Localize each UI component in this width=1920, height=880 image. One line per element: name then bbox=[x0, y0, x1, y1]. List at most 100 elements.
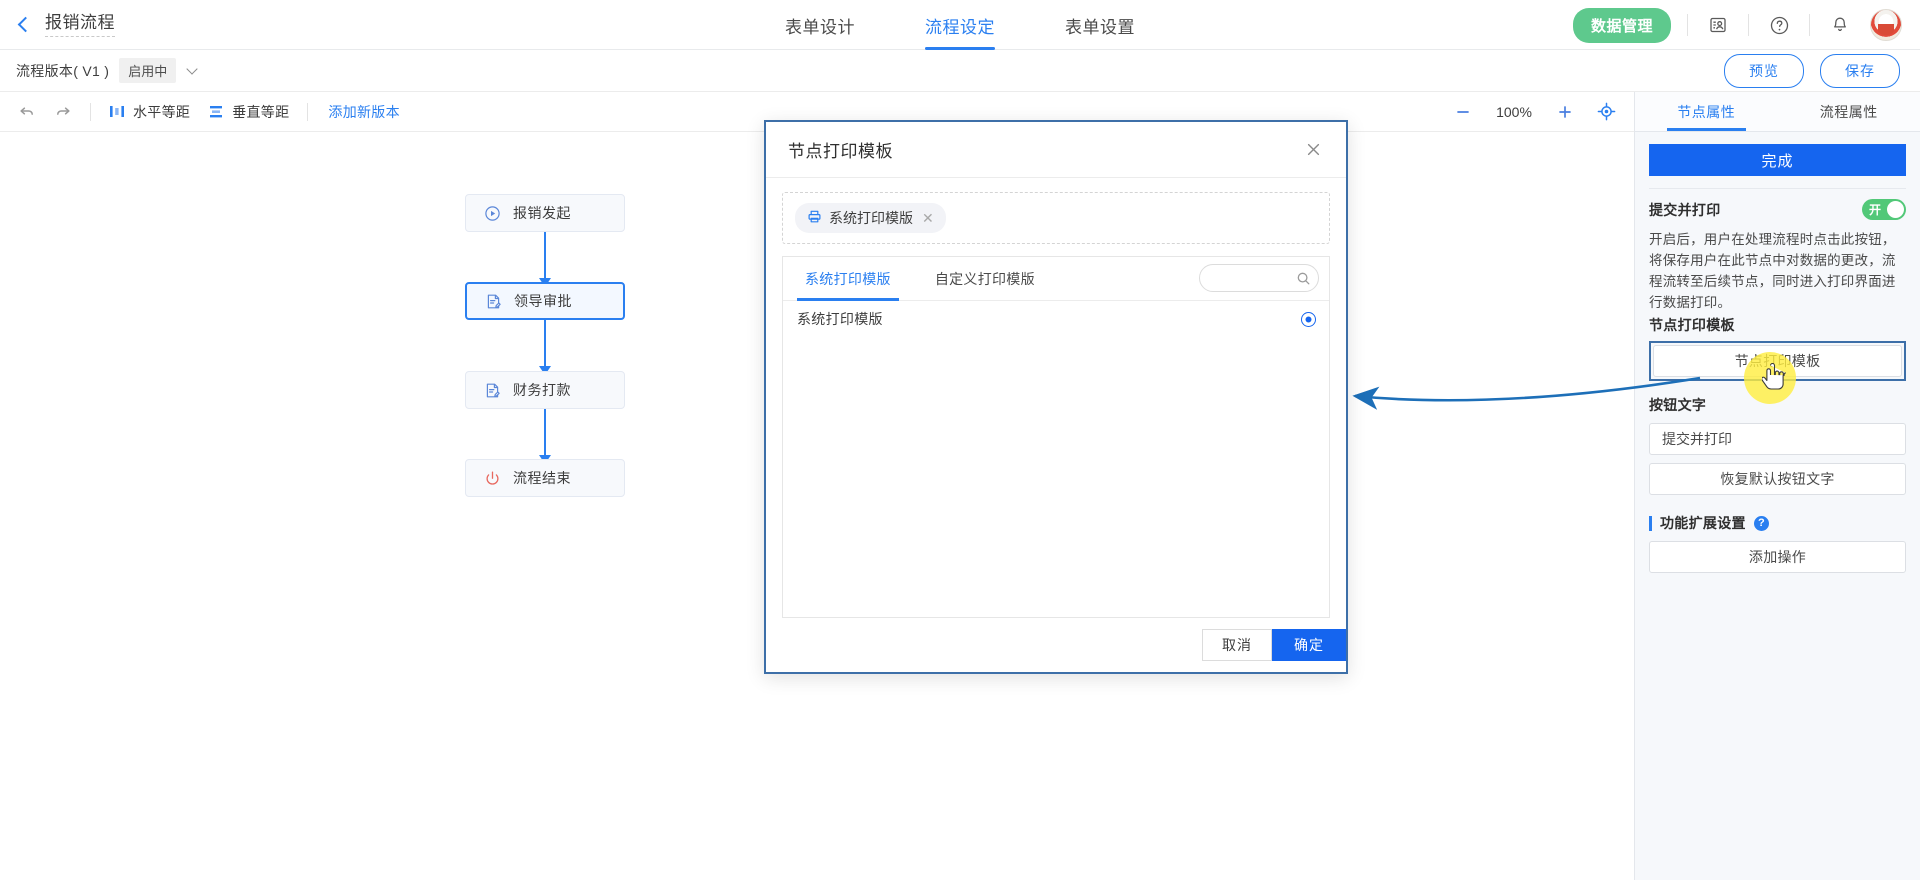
flow-node-start[interactable]: 报销发起 bbox=[465, 194, 625, 232]
version-subbar: 流程版本( V1 ) 启用中 预览 保存 bbox=[0, 50, 1920, 92]
page-title: 报销流程 bbox=[45, 12, 115, 37]
back-to-process[interactable]: 报销流程 bbox=[17, 12, 115, 37]
align-horizontal-label: 水平等距 bbox=[133, 103, 191, 120]
app-header: 报销流程 表单设计 流程设定 表单设置 数据管理 bbox=[0, 0, 1920, 50]
tab-custom-templates[interactable]: 自定义打印模版 bbox=[913, 257, 1057, 301]
template-search[interactable] bbox=[1199, 264, 1319, 292]
search-icon[interactable] bbox=[1296, 271, 1311, 286]
dialog-body: 系统打印模版 ✕ 系统打印模版 自定义打印模版 bbox=[766, 178, 1346, 618]
dialog-footer: 取消 确定 bbox=[766, 618, 1346, 672]
properties-panel: 节点属性 流程属性 完成 提交并打印 开 开启后，用户在处理流程时点击此按钮，将… bbox=[1634, 92, 1920, 880]
submit-and-print-row: 提交并打印 开 bbox=[1649, 199, 1906, 220]
align-vertical-button[interactable]: 垂直等距 bbox=[208, 102, 289, 122]
tab-system-templates[interactable]: 系统打印模版 bbox=[783, 257, 913, 301]
cancel-button[interactable]: 取消 bbox=[1202, 629, 1272, 661]
submit-and-print-description: 开启后，用户在处理流程时点击此按钮，将保存用户在此节点中对数据的更改，流程流转至… bbox=[1649, 232, 1896, 310]
toggle-state-label: 开 bbox=[1869, 203, 1882, 217]
help-circle-icon[interactable] bbox=[1765, 11, 1793, 39]
flow-node-label: 流程结束 bbox=[513, 470, 571, 486]
flow-edge bbox=[544, 232, 546, 282]
flow-node-finance-payment[interactable]: 财务打款 bbox=[465, 371, 625, 409]
flow-node-end[interactable]: 流程结束 bbox=[465, 459, 625, 497]
list-item[interactable]: 系统打印模版 bbox=[783, 301, 1329, 337]
add-new-version-button[interactable]: 添加新版本 bbox=[328, 103, 400, 120]
selected-template-chip[interactable]: 系统打印模版 ✕ bbox=[795, 203, 946, 233]
tab-process-properties[interactable]: 流程属性 bbox=[1778, 92, 1920, 131]
tab-form-settings-label: 表单设置 bbox=[1065, 17, 1135, 37]
reset-button-text-button[interactable]: 恢复默认按钮文字 bbox=[1649, 463, 1906, 495]
tab-system-templates-label: 系统打印模版 bbox=[805, 270, 891, 287]
tab-form-design[interactable]: 表单设计 bbox=[785, 0, 855, 50]
template-picker: 系统打印模版 自定义打印模版 bbox=[782, 256, 1330, 618]
flow-node-leader-approval[interactable]: 领导审批 bbox=[465, 282, 625, 320]
dialog-title: 节点打印模板 bbox=[788, 142, 893, 161]
finish-button[interactable]: 完成 bbox=[1649, 144, 1906, 176]
zoom-out-button[interactable] bbox=[1455, 104, 1471, 120]
subbar-actions: 预览 保存 bbox=[1724, 53, 1900, 88]
align-horizontal-icon bbox=[110, 106, 124, 117]
close-icon[interactable] bbox=[1302, 139, 1324, 161]
flow-edge-arrow bbox=[539, 366, 551, 375]
zoom-in-button[interactable] bbox=[1557, 104, 1573, 120]
chevron-down-icon[interactable] bbox=[186, 62, 198, 75]
node-print-template-dialog: 节点打印模板 系统打印模版 ✕ bbox=[764, 120, 1348, 674]
template-picker-tabs: 系统打印模版 自定义打印模版 bbox=[783, 257, 1329, 301]
bell-icon[interactable] bbox=[1826, 11, 1854, 39]
confirm-button[interactable]: 确定 bbox=[1272, 629, 1346, 661]
redo-icon[interactable] bbox=[54, 103, 72, 121]
selected-template-dropzone[interactable]: 系统打印模版 ✕ bbox=[782, 192, 1330, 244]
add-action-button[interactable]: 添加操作 bbox=[1649, 541, 1906, 573]
save-button[interactable]: 保存 bbox=[1820, 53, 1900, 88]
printer-icon bbox=[807, 209, 822, 227]
divider bbox=[90, 102, 91, 121]
button-text-input[interactable] bbox=[1649, 423, 1906, 455]
version-label: 流程版本( V1 ) bbox=[16, 62, 110, 79]
properties-tabs: 节点属性 流程属性 bbox=[1635, 92, 1920, 132]
divider bbox=[307, 102, 309, 121]
version-selector[interactable]: 流程版本( V1 ) 启用中 bbox=[16, 58, 198, 83]
flow-node-label: 报销发起 bbox=[513, 205, 571, 221]
contact-card-icon[interactable] bbox=[1704, 11, 1732, 39]
approval-doc-icon bbox=[485, 293, 502, 310]
align-vertical-icon bbox=[210, 106, 223, 118]
flow-edge bbox=[544, 409, 546, 459]
header-actions: 数据管理 bbox=[1572, 0, 1902, 50]
flow-edge bbox=[544, 320, 546, 370]
target-locate-icon[interactable] bbox=[1597, 102, 1616, 121]
tab-node-properties-label: 节点属性 bbox=[1677, 103, 1736, 120]
submit-and-print-toggle[interactable]: 开 bbox=[1862, 199, 1906, 220]
tab-node-properties[interactable]: 节点属性 bbox=[1635, 92, 1778, 131]
toggle-knob bbox=[1887, 201, 1904, 218]
help-icon[interactable]: ? bbox=[1753, 515, 1769, 531]
tab-process-settings[interactable]: 流程设定 bbox=[925, 0, 995, 50]
approval-doc-icon bbox=[484, 382, 501, 399]
search-input[interactable] bbox=[1210, 270, 1296, 286]
extension-label: 功能扩展设置 bbox=[1660, 515, 1746, 531]
align-vertical-label: 垂直等距 bbox=[232, 103, 290, 120]
flow-node-label: 领导审批 bbox=[514, 293, 572, 309]
chevron-left-icon[interactable] bbox=[17, 16, 34, 32]
divider bbox=[1748, 14, 1749, 36]
tab-process-settings-label: 流程设定 bbox=[925, 17, 995, 37]
selected-template-label: 系统打印模版 bbox=[829, 210, 913, 226]
preview-button[interactable]: 预览 bbox=[1724, 53, 1804, 88]
mouse-pointer-hand-icon bbox=[1762, 363, 1786, 390]
chip-remove-icon[interactable]: ✕ bbox=[922, 209, 934, 226]
header-nav-tabs: 表单设计 流程设定 表单设置 bbox=[0, 0, 1920, 50]
radio-selected-icon[interactable] bbox=[1302, 312, 1315, 326]
divider bbox=[1809, 14, 1810, 36]
section-accent-bar bbox=[1649, 515, 1652, 531]
align-horizontal-button[interactable]: 水平等距 bbox=[109, 102, 190, 122]
divider bbox=[1649, 188, 1906, 189]
list-item-label: 系统打印模版 bbox=[797, 311, 883, 327]
status-badge: 启用中 bbox=[119, 58, 177, 83]
node-print-template-label: 节点打印模板 bbox=[1649, 317, 1735, 333]
avatar[interactable] bbox=[1870, 9, 1902, 41]
template-list: 系统打印模版 bbox=[783, 301, 1329, 617]
play-circle-icon bbox=[484, 205, 501, 222]
tab-form-settings[interactable]: 表单设置 bbox=[1065, 0, 1135, 50]
data-management-button[interactable]: 数据管理 bbox=[1572, 7, 1671, 43]
undo-icon[interactable] bbox=[18, 103, 36, 121]
flow-node-label: 财务打款 bbox=[513, 382, 571, 398]
